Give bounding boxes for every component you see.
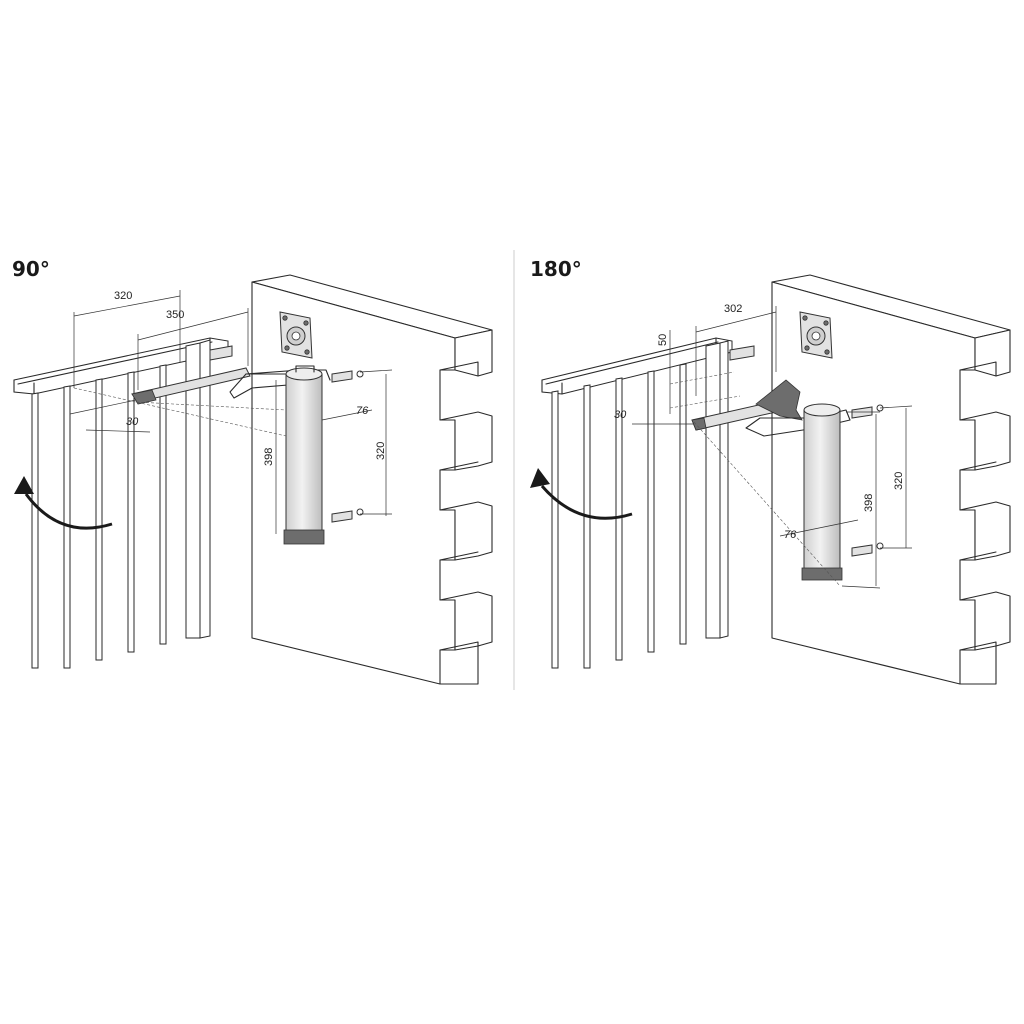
dim-76: 76 [784,529,797,541]
actuator-cylinder [283,365,325,545]
panel-180: 180° [530,257,1011,685]
lever-arm [691,379,851,437]
curved-arrow-icon [530,468,633,520]
wall-bolts [331,370,364,523]
dimension-lines [69,290,393,534]
dimension-lines [632,306,913,589]
mounting-plate [279,311,313,359]
dim-350: 350 [166,309,184,321]
dim-50: 50 [657,334,669,346]
actuator-cylinder [801,403,843,581]
dim-302: 302 [724,303,742,315]
wall-pillar [771,274,1011,685]
dim-398: 398 [863,494,875,512]
panel-90: 90° [12,257,493,685]
mounting-plate [799,311,833,359]
gate-frame [541,337,755,669]
wall-bolts [851,404,884,557]
curved-arrow-icon [14,476,113,530]
panel-title-90: 90° [12,257,50,281]
dim-76: 76 [356,405,369,417]
dim-320-side: 320 [893,472,905,490]
dim-30: 30 [126,416,139,428]
dim-30: 30 [614,409,627,421]
dim-320-side: 320 [375,442,387,460]
gate-frame [13,337,233,669]
panel-title-180: 180° [530,257,582,281]
dim-320-top: 320 [114,290,132,302]
dim-398: 398 [263,448,275,466]
